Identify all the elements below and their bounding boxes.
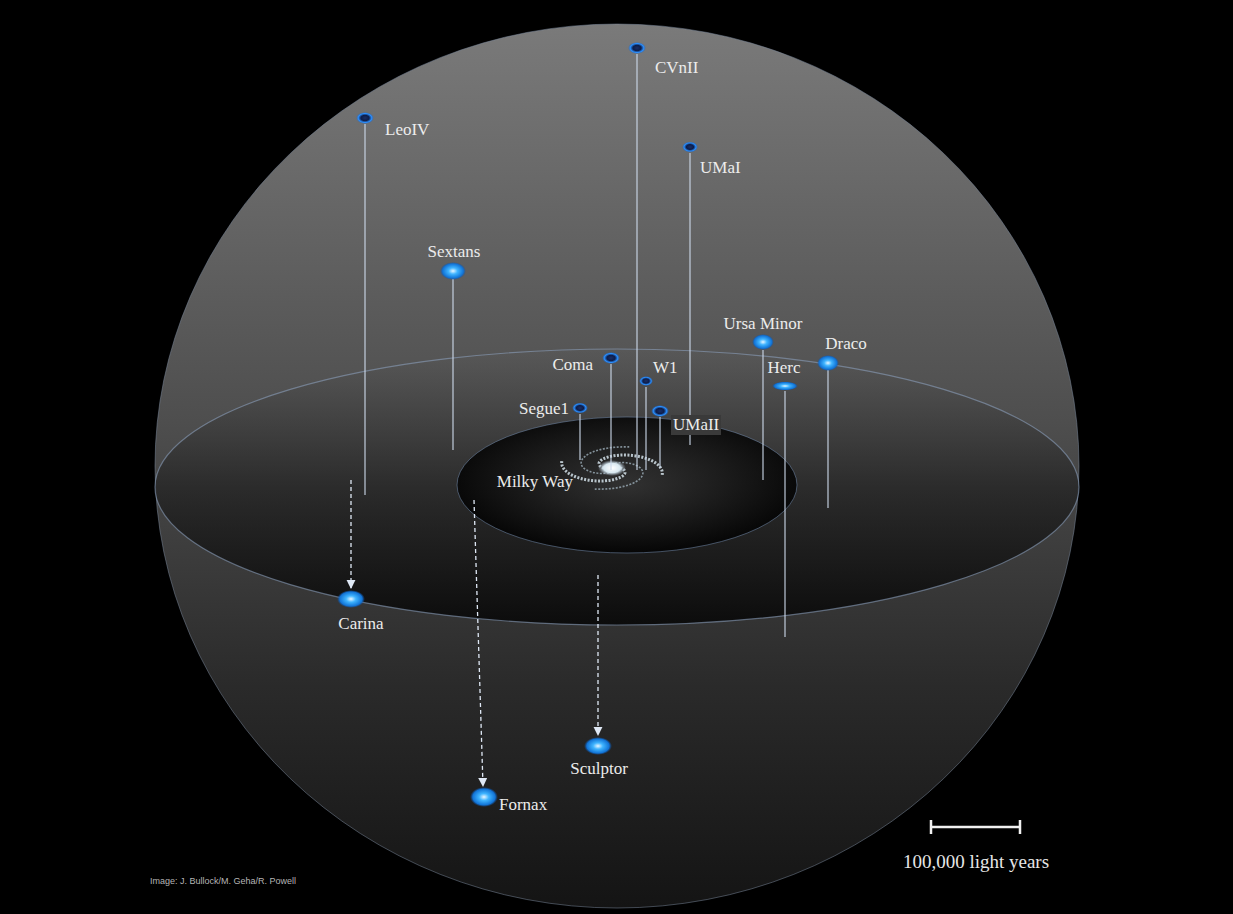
galaxy-name: Sextans bbox=[428, 242, 481, 262]
galaxy-label: Segue1 bbox=[519, 399, 569, 419]
scale-label: 100,000 light years bbox=[903, 851, 1049, 874]
galaxy-label: Milky Way bbox=[497, 472, 573, 492]
galaxy-name: Ursa Minor bbox=[724, 314, 803, 334]
galaxy-name: Sculptor bbox=[570, 759, 628, 779]
galaxy-name: Herc bbox=[767, 358, 800, 378]
galaxy-name: W1 bbox=[653, 358, 678, 378]
galaxy-label: W1 bbox=[653, 358, 678, 378]
galaxy-label: CVnII bbox=[655, 58, 698, 78]
galaxy-label: UMaI bbox=[700, 158, 741, 178]
galaxy-label: Coma bbox=[552, 355, 593, 375]
galaxy-label: Fornax bbox=[499, 795, 547, 815]
galaxy-label: UMaII bbox=[671, 415, 721, 435]
image-credit: Image: J. Bullock/M. Geha/R. Powell bbox=[150, 876, 296, 887]
galaxy-name: Segue1 bbox=[519, 399, 569, 419]
galaxy-name: UMaII bbox=[671, 415, 721, 435]
galaxy-label: Sextans bbox=[428, 242, 481, 262]
galaxy-label: Sculptor bbox=[570, 759, 628, 779]
galaxy-name: Milky Way bbox=[497, 472, 573, 492]
galaxy-name: Fornax bbox=[499, 795, 547, 815]
galaxy-name: Coma bbox=[552, 355, 593, 375]
galaxy-label: Ursa Minor bbox=[724, 314, 803, 334]
galaxy-name: LeoIV bbox=[385, 120, 429, 140]
galaxy-name: Carina bbox=[338, 614, 383, 634]
galaxy-label: Herc bbox=[767, 358, 800, 378]
galaxy-label: LeoIV bbox=[385, 120, 429, 140]
galaxy-label: Draco bbox=[825, 334, 867, 354]
galaxy-name: UMaI bbox=[700, 158, 741, 178]
galaxy-label: Carina bbox=[338, 614, 383, 634]
galaxy-name: CVnII bbox=[655, 58, 698, 78]
galaxy-name: Draco bbox=[825, 334, 867, 354]
